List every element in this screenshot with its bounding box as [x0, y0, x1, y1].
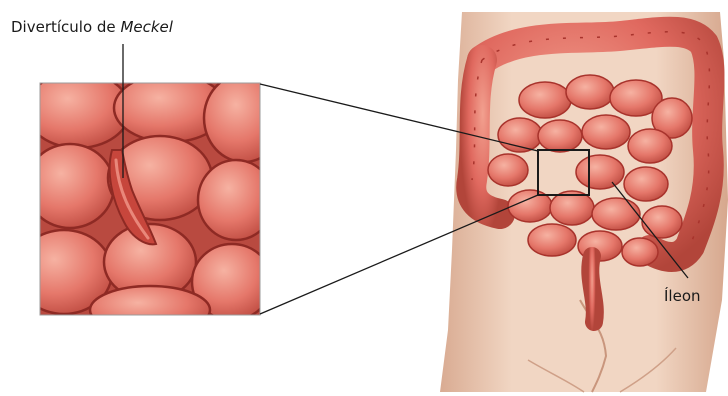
meckel-diverticulum-label: Divertículo de Meckel [11, 18, 173, 36]
meckel-label-name: Meckel [120, 18, 173, 36]
torso-illustration [440, 12, 728, 392]
meckel-label-prefix: Divertículo de [11, 18, 120, 36]
ileon-label: Íleon [664, 287, 701, 305]
rectum [590, 256, 595, 322]
zoom-panel [16, 72, 284, 334]
